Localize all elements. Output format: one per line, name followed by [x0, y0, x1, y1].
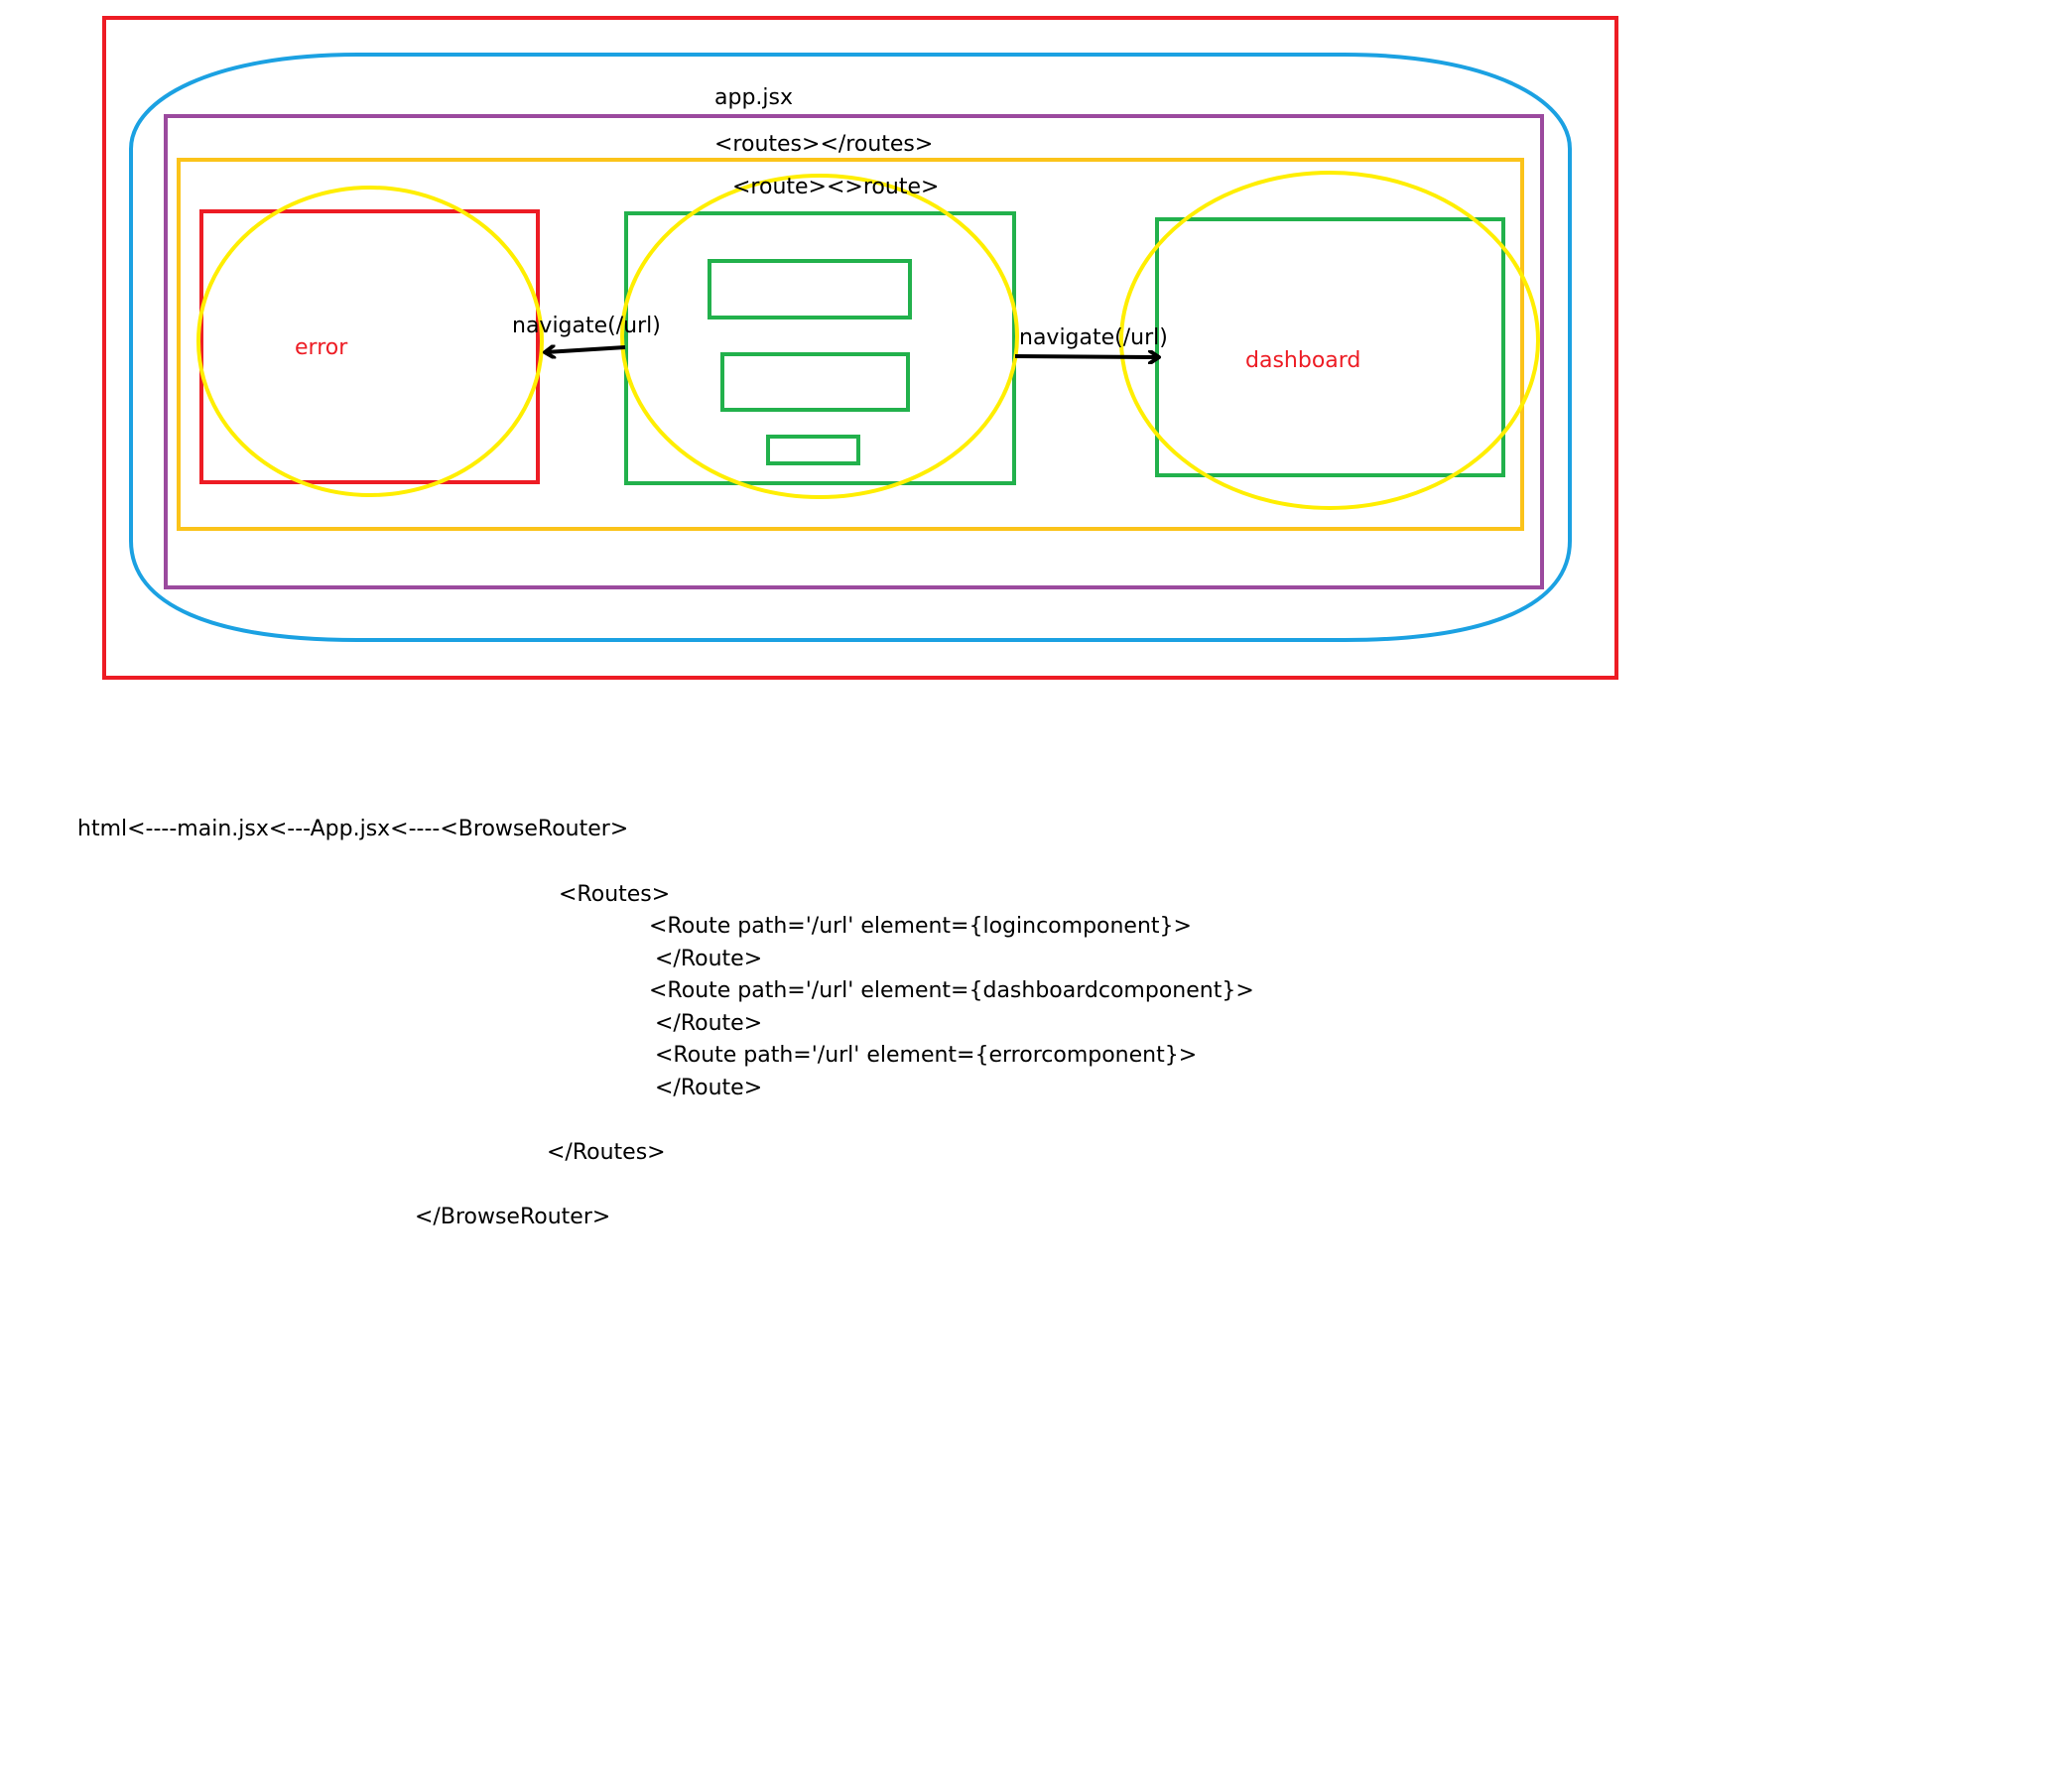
- routes-label: <routes></routes>: [714, 132, 933, 157]
- code-line-route-close-2: </Route>: [655, 1011, 763, 1036]
- code-line-route-close-3: </Route>: [655, 1076, 763, 1100]
- navigate-right-label: navigate(/url): [1019, 325, 1168, 350]
- login-input-field-2: [720, 352, 910, 412]
- navigate-to-dashboard-arrow: [1014, 356, 1158, 357]
- code-line-route-login: <Route path='/url' element={logincompone…: [649, 914, 1192, 939]
- routes-box: [164, 114, 1544, 589]
- login-highlight-ellipse: [620, 174, 1019, 499]
- code-line-routes-open: <Routes>: [559, 882, 671, 907]
- route-label: <route><>route>: [732, 175, 939, 199]
- login-component-box: [624, 211, 1016, 485]
- route-box: [177, 158, 1524, 531]
- code-line-route-close-1: </Route>: [655, 947, 763, 971]
- error-component-box: [199, 209, 540, 484]
- outer-frame: [102, 16, 1618, 680]
- login-submit-button: [766, 435, 860, 465]
- dashboard-highlight-ellipse: [1119, 171, 1540, 510]
- code-line-chain: html<----main.jsx<---App.jsx<----<Browse…: [77, 817, 629, 841]
- navigate-to-error-arrow: [546, 347, 626, 352]
- error-highlight-ellipse: [196, 186, 544, 497]
- dashboard-label: dashboard: [1245, 348, 1360, 373]
- code-line-route-dashboard: <Route path='/url' element={dashboardcom…: [649, 978, 1254, 1003]
- error-label: error: [295, 335, 348, 360]
- code-line-browserouter-close: </BrowseRouter>: [415, 1205, 611, 1229]
- dashboard-component-box: [1155, 217, 1505, 477]
- login-input-field-1: [708, 259, 912, 320]
- app-container-shape: [129, 53, 1572, 642]
- app-label: app.jsx: [714, 85, 793, 110]
- navigate-left-label: navigate(/url): [512, 314, 661, 338]
- code-line-routes-close: </Routes>: [547, 1140, 666, 1165]
- code-line-route-error: <Route path='/url' element={errorcompone…: [655, 1043, 1198, 1068]
